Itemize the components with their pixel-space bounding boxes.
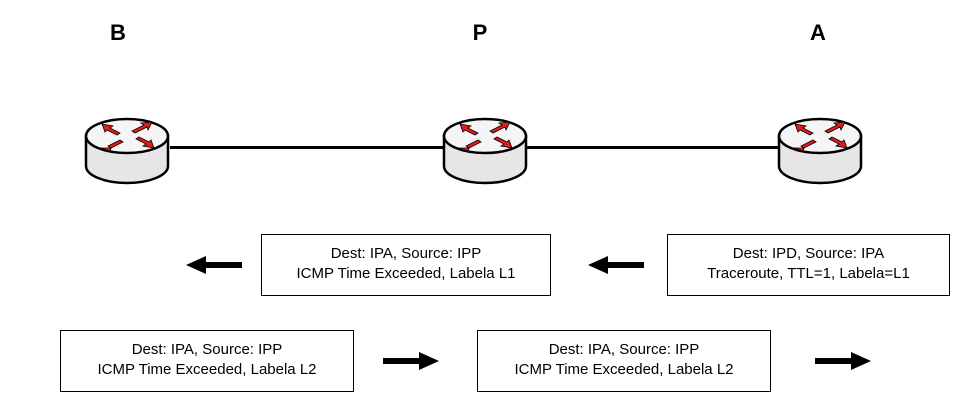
arrow-right-icon [815,352,871,370]
node-label-b: B [110,20,126,45]
link-p-a [525,146,785,149]
message-icmp-l1: Dest: IPA, Source: IPP ICMP Time Exceede… [261,234,551,296]
message-line-2: ICMP Time Exceeded, Labela L2 [514,361,734,378]
message-line-1: Dest: IPA, Source: IPP [131,341,283,358]
message-line-2: Traceroute, TTL=1, Labela=L1 [707,265,910,282]
router-b-icon [84,117,170,185]
arrow-left-icon [588,256,644,274]
message-icmp-l2-right: Dest: IPA, Source: IPP ICMP Time Exceede… [477,330,771,392]
message-line-2: ICMP Time Exceeded, Labela L2 [97,361,317,378]
router-a-icon [777,117,863,185]
link-b-p [170,146,450,149]
message-line-2: ICMP Time Exceeded, Labela L1 [296,265,516,282]
node-label-p: P [472,20,488,45]
message-traceroute: Dest: IPD, Source: IPA Traceroute, TTL=1… [667,234,950,296]
arrow-right-icon [383,352,439,370]
arrow-left-icon [186,256,242,274]
message-line-1: Dest: IPA, Source: IPP [330,245,482,262]
message-line-1: Dest: IPD, Source: IPA [732,245,885,262]
router-p-icon [442,117,528,185]
node-label-a: A [810,20,826,45]
message-line-1: Dest: IPA, Source: IPP [548,341,700,358]
message-icmp-l2-left: Dest: IPA, Source: IPP ICMP Time Exceede… [60,330,354,392]
